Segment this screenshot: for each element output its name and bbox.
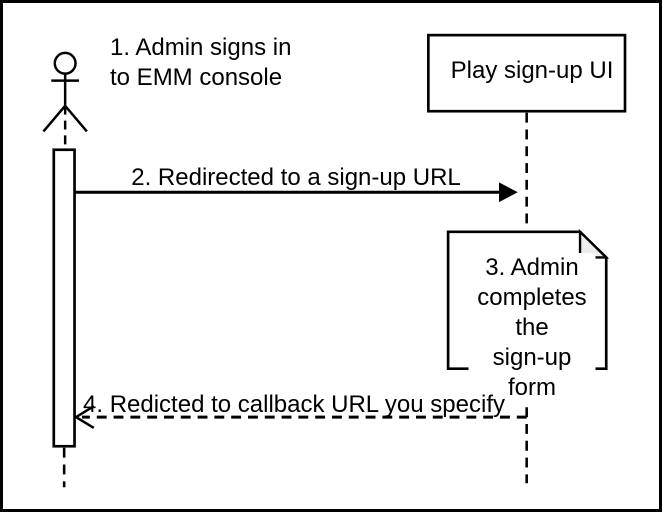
actor-right-leg-icon xyxy=(64,104,88,133)
message-2-arrowhead-icon xyxy=(499,182,518,203)
actor-figure-icon xyxy=(42,51,88,150)
participant-label: Play sign-up UI xyxy=(450,56,614,84)
note-label: 3. Admin completes the sign-up form xyxy=(468,253,596,403)
actor-label: 1. Admin signs in to EMM console xyxy=(110,34,292,91)
message-2-label: 2. Redirected to a sign-up URL xyxy=(131,164,461,191)
message-4-arrow xyxy=(73,405,527,430)
actor-left-leg-icon xyxy=(42,104,67,133)
actor-activation-bar xyxy=(52,148,76,448)
actor-head-icon xyxy=(53,51,77,75)
message-2-arrow xyxy=(74,182,518,203)
message-4-label: 4. Redicted to callback URL you specify xyxy=(83,391,505,418)
participant-box xyxy=(427,33,627,113)
message-4-arrowhead-icon xyxy=(73,405,95,430)
